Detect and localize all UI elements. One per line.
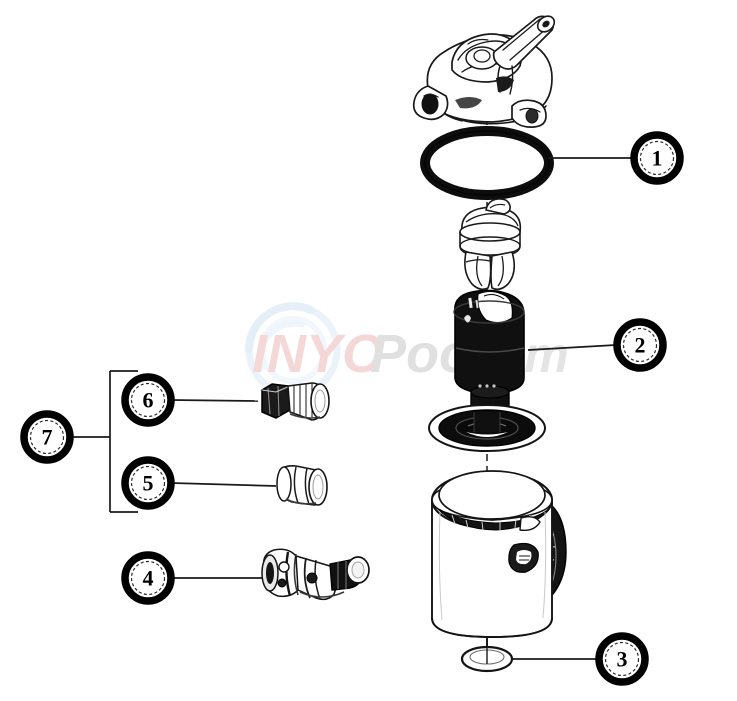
- seal-flange-part: [428, 404, 546, 452]
- callout-label-2: 2: [635, 333, 646, 358]
- elbow-fitting-part: [261, 548, 370, 601]
- drain-plug-part: [460, 637, 514, 673]
- large-o-ring-part: [420, 126, 554, 200]
- callout-label-7: 7: [42, 425, 53, 450]
- tank-body-part: [430, 470, 567, 638]
- leader-line-6: [171, 399, 259, 402]
- callout-badge-1[interactable]: 1: [630, 131, 684, 185]
- callout-badge-7[interactable]: 7: [20, 410, 74, 464]
- group-bracket-7: [109, 370, 138, 513]
- callout-label-1: 1: [652, 146, 663, 171]
- callout-label-6: 6: [143, 388, 154, 413]
- callout-label-5: 5: [143, 471, 154, 496]
- multiport-valve-head-part: [412, 15, 556, 128]
- callout-badge-2[interactable]: 2: [613, 318, 667, 372]
- callout-badge-3[interactable]: 3: [595, 632, 649, 686]
- gasket-ring-part: [276, 465, 328, 506]
- callout-badge-5[interactable]: 5: [121, 456, 175, 510]
- callout-label-3: 3: [617, 647, 628, 672]
- threaded-plug-part: [261, 382, 330, 421]
- diverter-cap-part: [459, 198, 522, 291]
- callout-badge-4[interactable]: 4: [121, 551, 175, 605]
- callout-label-4: 4: [143, 566, 154, 591]
- callout-badge-6[interactable]: 6: [121, 373, 175, 427]
- leader-line-5: [171, 482, 277, 487]
- leader-line-2: [527, 344, 617, 351]
